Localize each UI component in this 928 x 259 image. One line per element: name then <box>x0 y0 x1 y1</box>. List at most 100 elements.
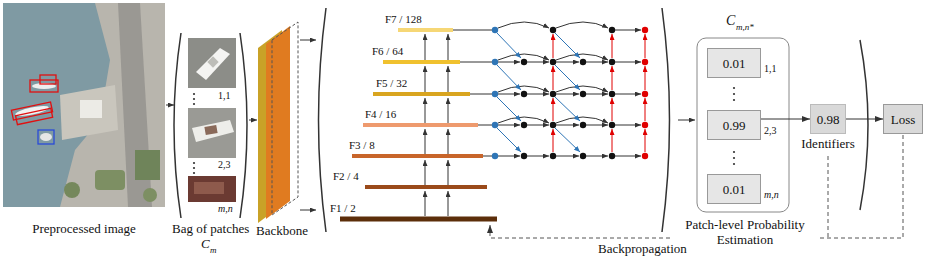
stage-label: Backpropagation <box>598 242 687 257</box>
bifpn-grid <box>492 59 498 65</box>
bifpn-grid <box>492 27 498 33</box>
feature-level-bars <box>340 30 497 219</box>
patch-index: 2,3 <box>764 125 777 136</box>
flow-arrow <box>761 119 810 120</box>
box-value: 0.01 <box>723 182 746 197</box>
bag-of-patches <box>193 167 195 169</box>
box-value: Loss <box>891 112 916 127</box>
aerial-image <box>80 100 102 118</box>
probability-container <box>733 163 735 165</box>
bifpn-grid <box>498 22 549 28</box>
feature-brackets <box>678 120 695 121</box>
bifpn-grid <box>521 122 527 128</box>
bifpn-grid <box>586 125 608 126</box>
feature-level-label: F6 / 64 <box>372 45 403 58</box>
bifpn-grid <box>586 62 608 63</box>
bifpn-grid <box>453 30 492 31</box>
pyramid-arrows <box>425 98 426 123</box>
bag-of-patches <box>188 38 236 88</box>
aerial-image <box>30 80 58 92</box>
bifpn-grid <box>642 91 648 97</box>
bifpn-grid <box>615 62 641 63</box>
bifpn-grid <box>553 66 554 90</box>
bifpn-grid <box>453 22 641 156</box>
bifpn-grid <box>555 33 580 58</box>
bifpn-grid <box>555 65 580 90</box>
pyramid-arrows <box>448 191 449 216</box>
bifpn-grid <box>553 98 554 121</box>
bifpn-grid <box>609 59 615 65</box>
feature-level-bars <box>352 154 483 158</box>
bifpn-grid <box>497 33 521 58</box>
bifpn-grid <box>498 156 520 157</box>
bifpn-grid <box>555 128 580 152</box>
bifpn-grid <box>612 129 613 152</box>
bag-of-patches <box>194 182 224 194</box>
backbone-block <box>258 22 316 223</box>
bifpn-grid <box>642 59 648 65</box>
feature-level-bars <box>363 123 478 127</box>
box-value: 0.01 <box>723 56 746 71</box>
aerial-image <box>95 170 125 190</box>
bifpn-grid <box>497 33 580 152</box>
feature-level-bars <box>383 60 460 64</box>
bag-of-patches <box>207 56 218 67</box>
pyramid-arrows <box>448 160 449 185</box>
probability-container <box>733 87 735 89</box>
feature-level-bars <box>340 217 497 222</box>
bifpn-grid <box>615 156 641 157</box>
feature-level-bars <box>398 28 453 32</box>
bifpn-grid <box>553 34 645 152</box>
bag-of-patches <box>193 172 195 174</box>
stage-label: Backbone <box>256 224 308 239</box>
bifpn-grid <box>553 129 554 152</box>
pyramid-arrows <box>425 191 426 216</box>
pyramid-arrows <box>425 34 448 216</box>
aerial-image <box>64 182 80 198</box>
aerial-image <box>135 150 160 180</box>
bifpn-grid <box>642 122 648 128</box>
aerial-image <box>143 188 157 202</box>
bifpn-grid <box>550 59 556 65</box>
aerial-image <box>38 130 54 144</box>
bag-of-patches <box>188 108 236 158</box>
bifpn-grid <box>492 91 498 97</box>
symbol-label: C <box>726 13 735 29</box>
bifpn-grid <box>609 27 615 33</box>
aerial-image <box>60 85 118 140</box>
pyramid-arrows <box>448 129 449 154</box>
bag-of-patches <box>193 98 195 100</box>
feature-level-label: F7 / 128 <box>385 13 422 26</box>
aerial-image <box>60 3 165 207</box>
bag-of-patches <box>204 125 217 135</box>
bifpn-grid <box>556 22 608 28</box>
bag-of-patches <box>196 48 230 80</box>
bifpn-grid <box>645 66 646 90</box>
bifpn-grid <box>645 98 646 121</box>
bifpn-grid <box>556 156 579 157</box>
bifpn-grid <box>521 27 615 159</box>
feature-brackets <box>319 8 696 232</box>
identifier-bracket <box>860 40 868 210</box>
bifpn-grid <box>498 125 520 126</box>
backbone-block <box>272 22 298 215</box>
bifpn-grid <box>555 97 580 121</box>
feature-brackets <box>319 8 327 232</box>
bifpn-grid <box>580 91 586 97</box>
backpropagation-path <box>828 156 829 238</box>
bifpn-grid <box>586 156 608 157</box>
feature-level-bars <box>373 92 470 96</box>
backbone-block <box>300 40 316 41</box>
feature-level-bars <box>365 185 487 189</box>
bifpn-grid <box>580 59 586 65</box>
bifpn-grid <box>580 153 586 159</box>
bifpn-grid <box>609 153 615 159</box>
stage-label: Patch-level Probability Estimation <box>673 218 817 248</box>
probability-box: 0.992,3 <box>707 110 761 140</box>
bifpn-grid <box>642 27 648 33</box>
connector-arrow <box>166 105 174 106</box>
probability-container <box>733 93 735 95</box>
box-caption: Identifiers <box>801 136 854 152</box>
bifpn-grid <box>492 122 498 128</box>
